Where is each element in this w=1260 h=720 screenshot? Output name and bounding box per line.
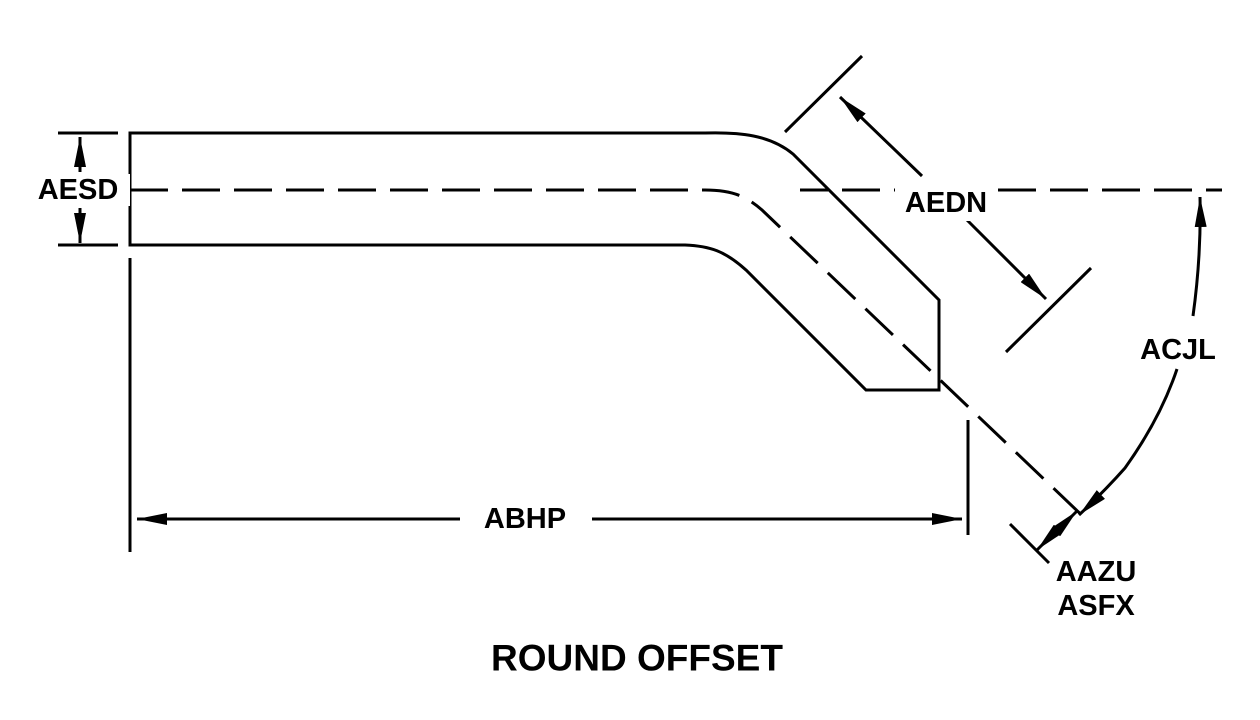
- tube-outline: [128, 131, 941, 392]
- diameter-dimension: AESD: [30, 131, 130, 247]
- label-asfx: ASFX: [1057, 590, 1135, 622]
- label-aesd: AESD: [38, 174, 119, 206]
- overall-length-dimension: ABHP: [128, 258, 970, 552]
- end-dimension: AAZU ASFX: [1008, 509, 1137, 622]
- label-aedn: AEDN: [905, 187, 987, 219]
- label-abhp: ABHP: [484, 503, 566, 535]
- diagram-title: ROUND OFFSET: [491, 638, 783, 679]
- offset-dimension: AEDN: [783, 54, 1093, 354]
- label-aazu: AAZU: [1056, 556, 1137, 588]
- label-acjl: ACJL: [1140, 334, 1216, 366]
- angle-dimension: ACJL: [1077, 196, 1216, 517]
- centerline: [130, 188, 1222, 526]
